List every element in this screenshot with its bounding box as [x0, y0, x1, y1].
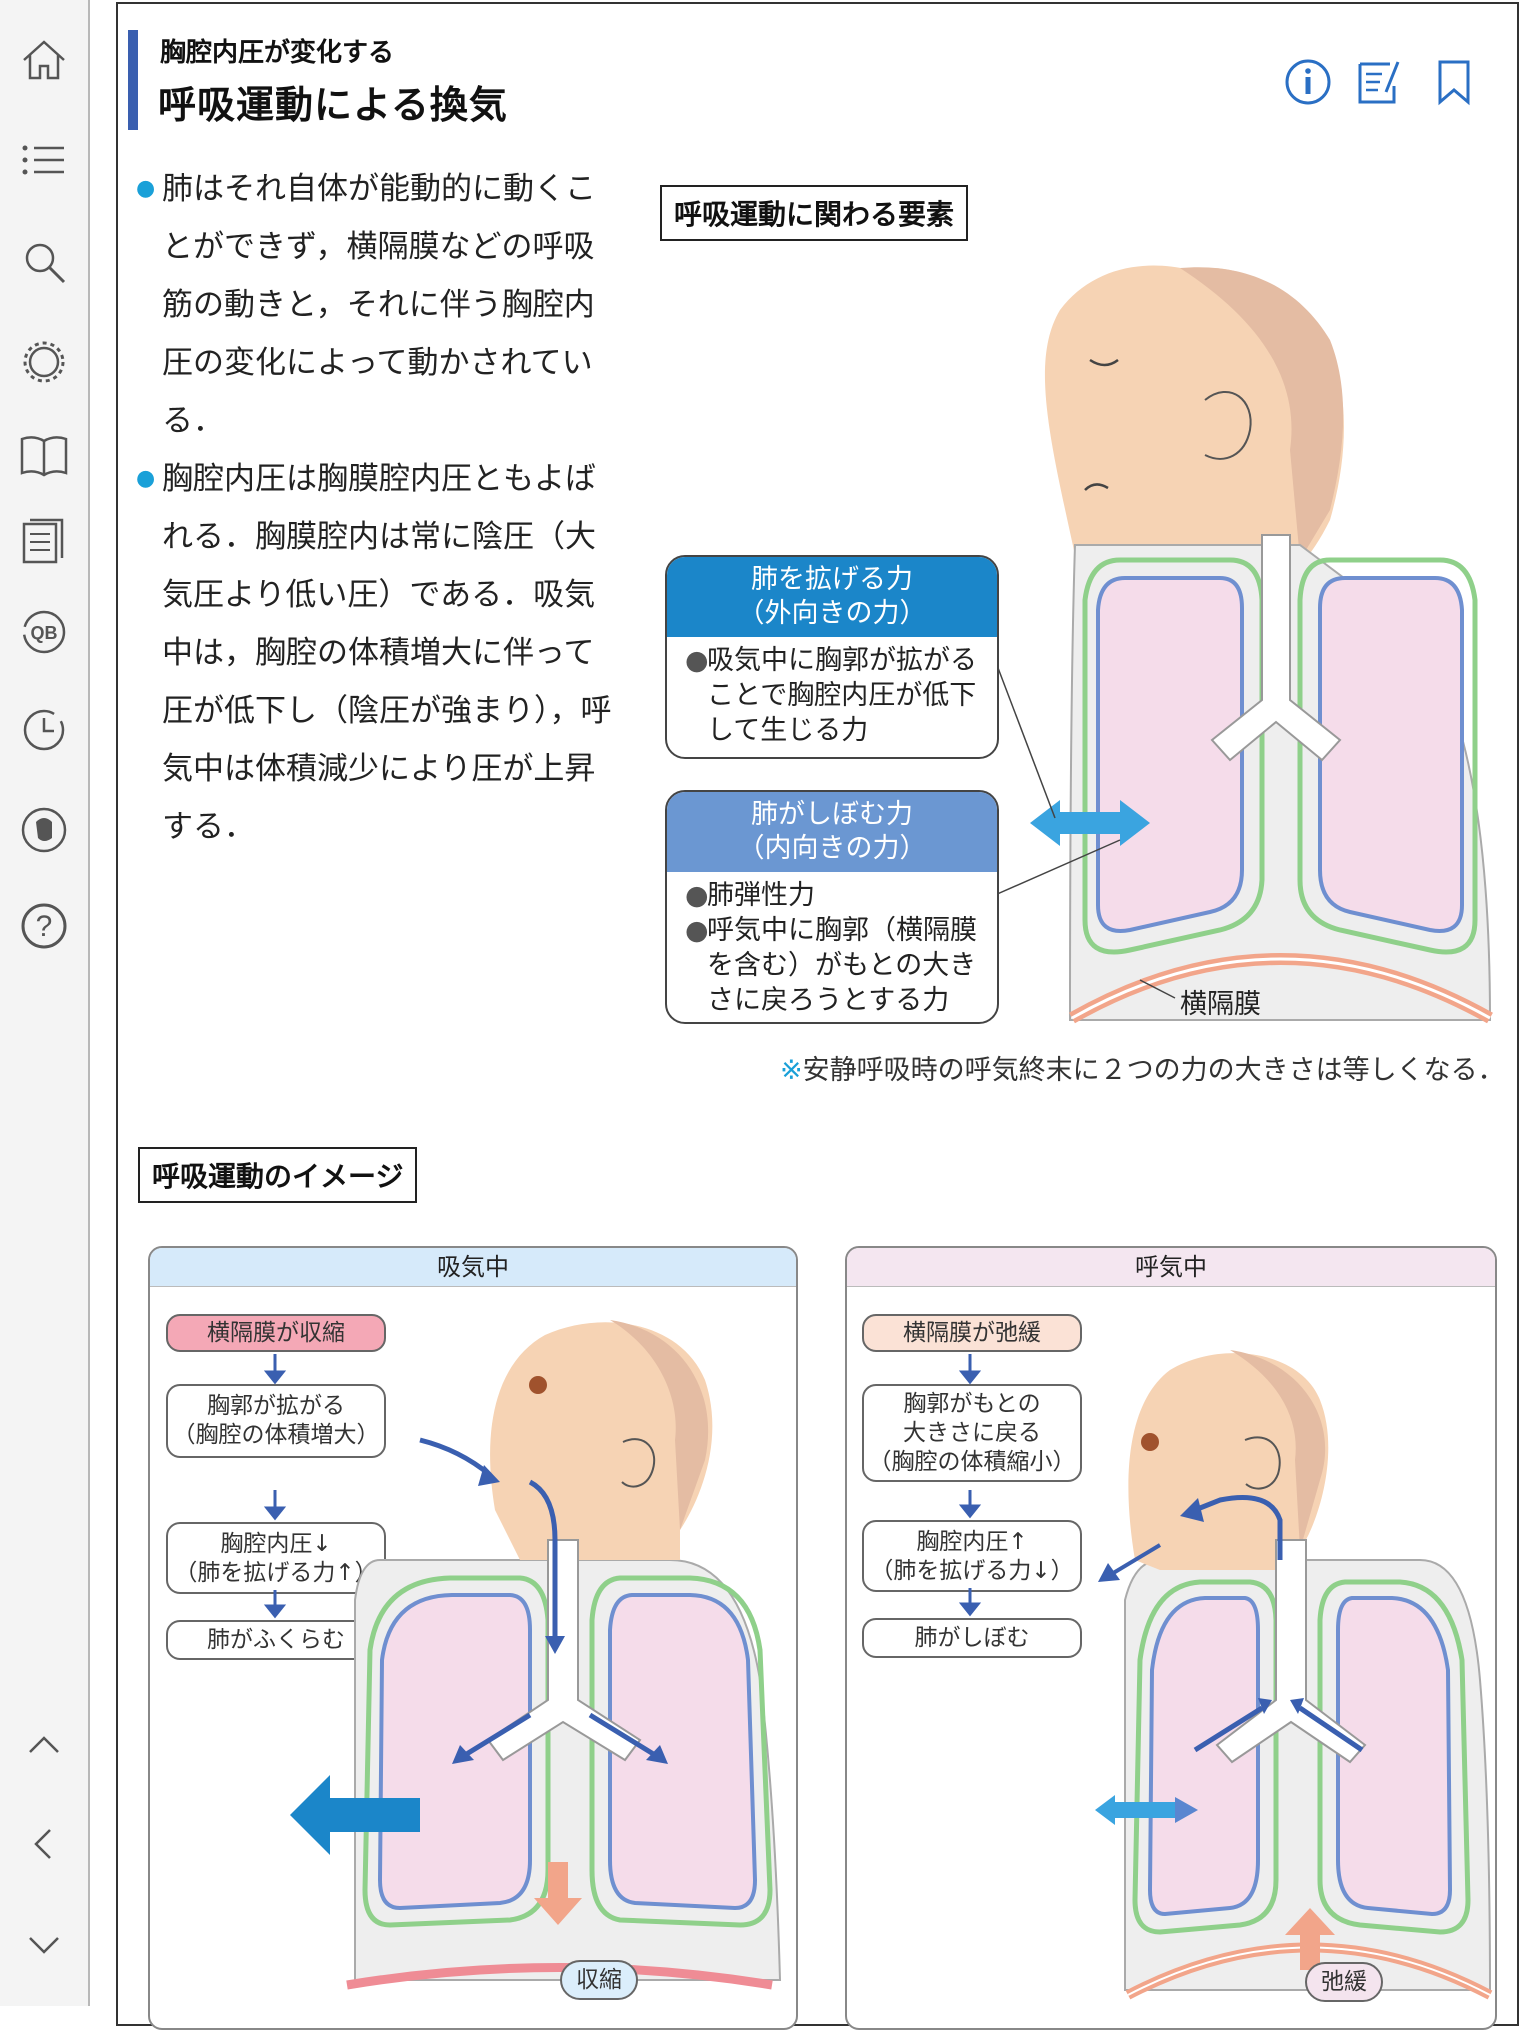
list-item: ● 肺はそれ自体が能動的に動くことができず，横隔膜などの呼吸筋の動きと，それに伴…	[136, 160, 616, 450]
card-inward-head: 肺がしぼむ力 （内向きの力）	[667, 792, 997, 872]
inhale-head-box: 横隔膜が収縮	[166, 1314, 386, 1352]
exhale-head-box: 横隔膜が弛緩	[862, 1314, 1082, 1352]
card-outward-head: 肺を拡げる力 （外向きの力）	[667, 557, 997, 637]
trachea	[1215, 1539, 1367, 1764]
list-icon[interactable]	[14, 130, 74, 190]
inhale-step-box: 胸郭が拡がる （胸腔の体積増大）	[166, 1384, 386, 1458]
inhale-step-box: 胸腔内圧↓ （肺を拡げる力↑）	[166, 1522, 386, 1594]
eye-icon	[529, 1376, 547, 1394]
exhale-step-box: 胸腔内圧↑ （肺を拡げる力↓）	[862, 1520, 1082, 1592]
card-inward-force: 肺がしぼむ力 （内向きの力） ●肺弾性力 ●呼気中に胸郭（横隔膜を含む）がもとの…	[665, 790, 999, 1024]
qb-icon[interactable]: QB	[14, 602, 74, 662]
ear-shape	[1204, 390, 1252, 460]
bullet-dot-icon: ●	[136, 466, 156, 491]
note-edit-icon[interactable]	[1350, 52, 1410, 112]
inhale-figure	[290, 1320, 782, 1990]
help-icon[interactable]: ?	[14, 896, 74, 956]
exhale-step-box: 胸郭がもとの 大きさに戻る （胸腔の体積縮小）	[862, 1384, 1082, 1482]
left-arrow-icon	[1095, 1795, 1175, 1825]
document-icon[interactable]	[14, 512, 74, 572]
bullet-dot-icon: ●	[136, 176, 156, 201]
exhale-step-box: 肺がしぼむ	[862, 1618, 1082, 1658]
list-item: ● 胸腔内圧は胸膜腔内圧ともよばれる．胸膜腔内は常に陰圧（大気圧より低い圧）であ…	[136, 450, 616, 856]
ear-shape	[621, 1438, 656, 1488]
force-arrow-icon	[1030, 800, 1150, 846]
inhale-step-box: 肺がふくらむ	[166, 1620, 386, 1660]
bookmark-icon[interactable]	[1424, 52, 1484, 112]
chevron-down-icon[interactable]	[14, 1914, 74, 1974]
head-shape	[1044, 265, 1344, 620]
panel-inhale-title: 吸気中	[150, 1248, 796, 1287]
section-label-image: 呼吸運動のイメージ	[138, 1147, 418, 1203]
lung-left	[1096, 576, 1244, 933]
ear-shape	[1244, 1436, 1281, 1490]
diaphragm-label: 横隔膜	[1180, 989, 1261, 1020]
chevron-up-icon[interactable]	[14, 1714, 74, 1774]
exhale-figure	[1095, 1350, 1493, 2000]
sidebar: QB ?	[0, 0, 90, 2006]
gear-icon[interactable]	[14, 332, 74, 392]
history-icon[interactable]	[14, 700, 74, 760]
tag-relax: 弛緩	[1305, 1962, 1383, 2002]
expand-arrow-icon	[290, 1775, 420, 1855]
page-title: 呼吸運動による換気	[158, 83, 508, 127]
eye-icon	[1141, 1433, 1159, 1451]
title-accent-bar	[128, 30, 138, 130]
svg-text:QB: QB	[31, 623, 58, 643]
diaphragm	[346, 1963, 773, 1990]
trachea	[1210, 534, 1342, 762]
info-icon[interactable]	[1278, 52, 1338, 112]
section-label-elements: 呼吸運動に関わる要素	[660, 185, 969, 241]
bullet-list: ● 肺はそれ自体が能動的に動くことができず，横隔膜などの呼吸筋の動きと，それに伴…	[136, 160, 616, 856]
lung-right	[1336, 1596, 1453, 1917]
lung-left	[1147, 1596, 1260, 1917]
svg-text:?: ?	[36, 910, 53, 943]
up-arrow-icon	[1285, 1908, 1335, 1970]
card-outward-force: 肺を拡げる力 （外向きの力） ●吸気中に胸郭が拡がることで胸腔内圧が低下して生じ…	[665, 555, 999, 759]
book-icon[interactable]	[14, 425, 74, 485]
pleura-right	[1297, 557, 1478, 955]
mouth	[1084, 483, 1109, 491]
panel-exhale-title: 呼気中	[847, 1248, 1495, 1287]
lung-right	[1318, 576, 1464, 933]
down-arrow-icon	[534, 1862, 582, 1925]
pleura-left	[1082, 557, 1265, 955]
footnote: ※安静呼吸時の呼気終末に２つの力の大きさは等しくなる．	[780, 1055, 1505, 1086]
page-subtitle: 胸腔内圧が変化する	[160, 38, 395, 68]
home-icon[interactable]	[14, 30, 74, 90]
chevron-left-icon[interactable]	[14, 1814, 74, 1874]
lung-right	[608, 1593, 758, 1911]
search-icon[interactable]	[14, 232, 74, 292]
evernote-icon[interactable]	[14, 800, 74, 860]
eye-closed	[1089, 358, 1119, 367]
hair-shadow	[1180, 267, 1344, 560]
tag-contract: 収縮	[560, 1960, 638, 2000]
